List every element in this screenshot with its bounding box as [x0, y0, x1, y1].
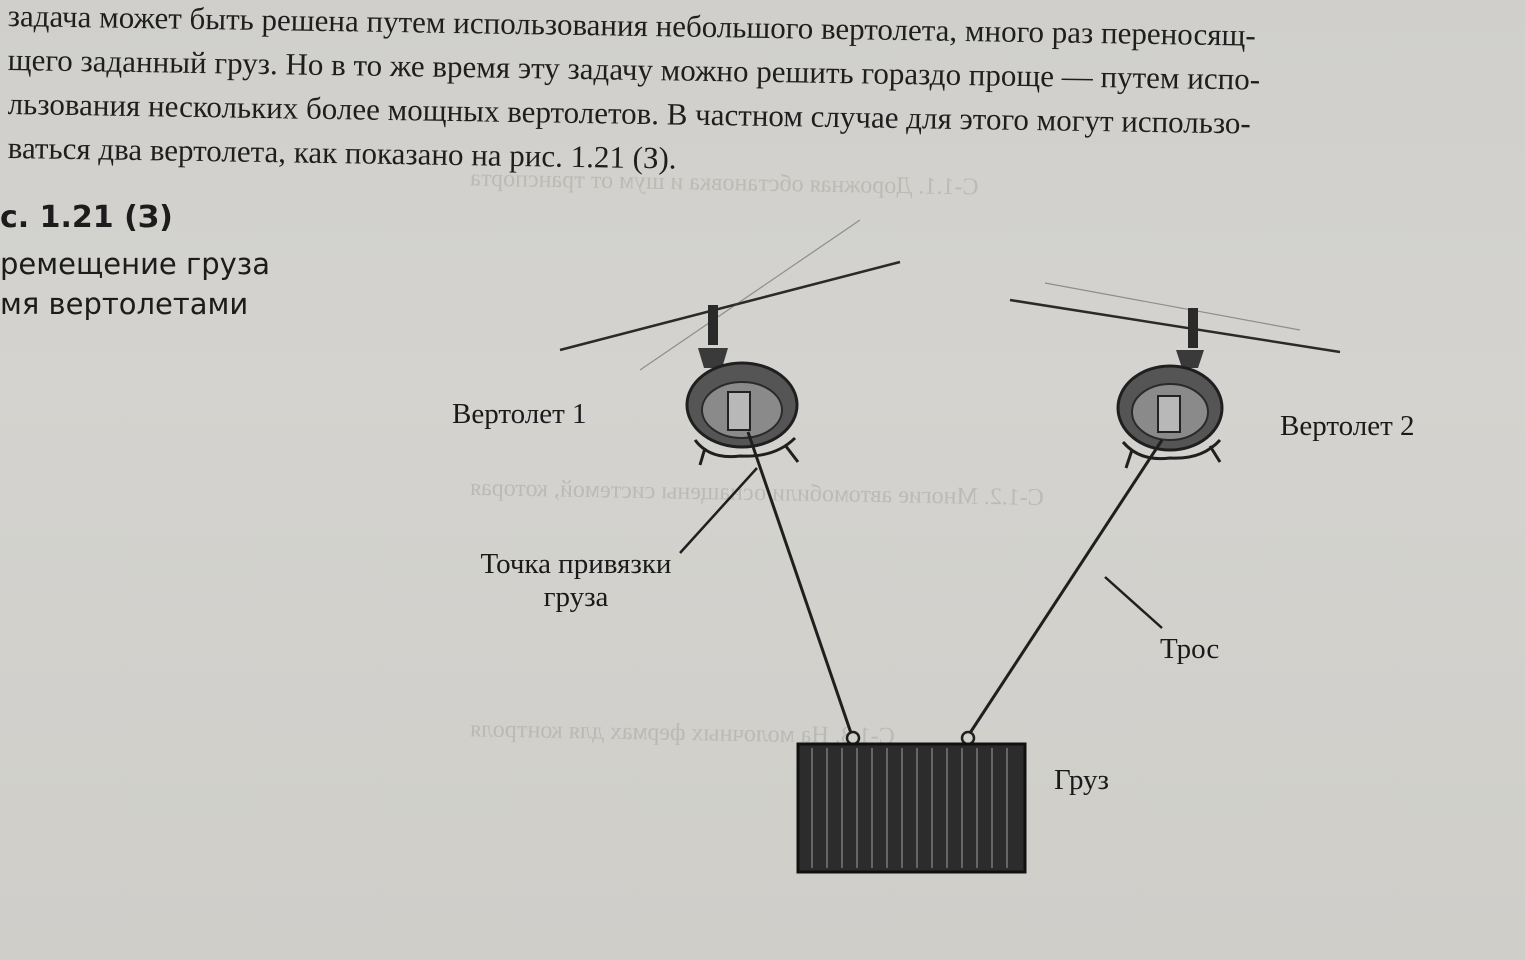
rotor-1-blade-icon	[639, 219, 861, 371]
caption-line-2: мя вертолетами	[0, 287, 249, 321]
attach-point-2-icon	[960, 730, 976, 746]
rotor-2-icon	[1009, 298, 1341, 354]
helicopter-1-icon	[685, 305, 800, 466]
helicopter-2-icon	[1116, 308, 1224, 469]
cargo-box-icon	[796, 742, 1027, 874]
label-attach-point: Точка привязки груза	[448, 548, 704, 614]
rope-leader	[1104, 576, 1163, 629]
rope-2	[966, 439, 1164, 737]
figure-caption: с. 1.21 (З) ремещение груза мя вертолета…	[0, 198, 270, 324]
label-attach-point-line-2: груза	[543, 581, 609, 613]
label-helicopter-1: Вертолет 1	[452, 398, 587, 430]
rope-1	[746, 431, 854, 737]
rotor-1-icon	[559, 260, 901, 352]
attach-point-1-icon	[845, 730, 861, 746]
figure-number: с. 1.21 (З)	[0, 200, 173, 235]
rotor-2-blade-icon	[1044, 282, 1301, 331]
label-rope: Трос	[1160, 633, 1220, 665]
attach-point-leader	[679, 467, 758, 554]
label-helicopter-2: Вертолет 2	[1280, 410, 1415, 442]
label-cargo: Груз	[1054, 764, 1110, 796]
caption-line-1: ремещение груза	[0, 247, 270, 281]
label-attach-point-line-1: Точка привязки	[480, 548, 672, 580]
